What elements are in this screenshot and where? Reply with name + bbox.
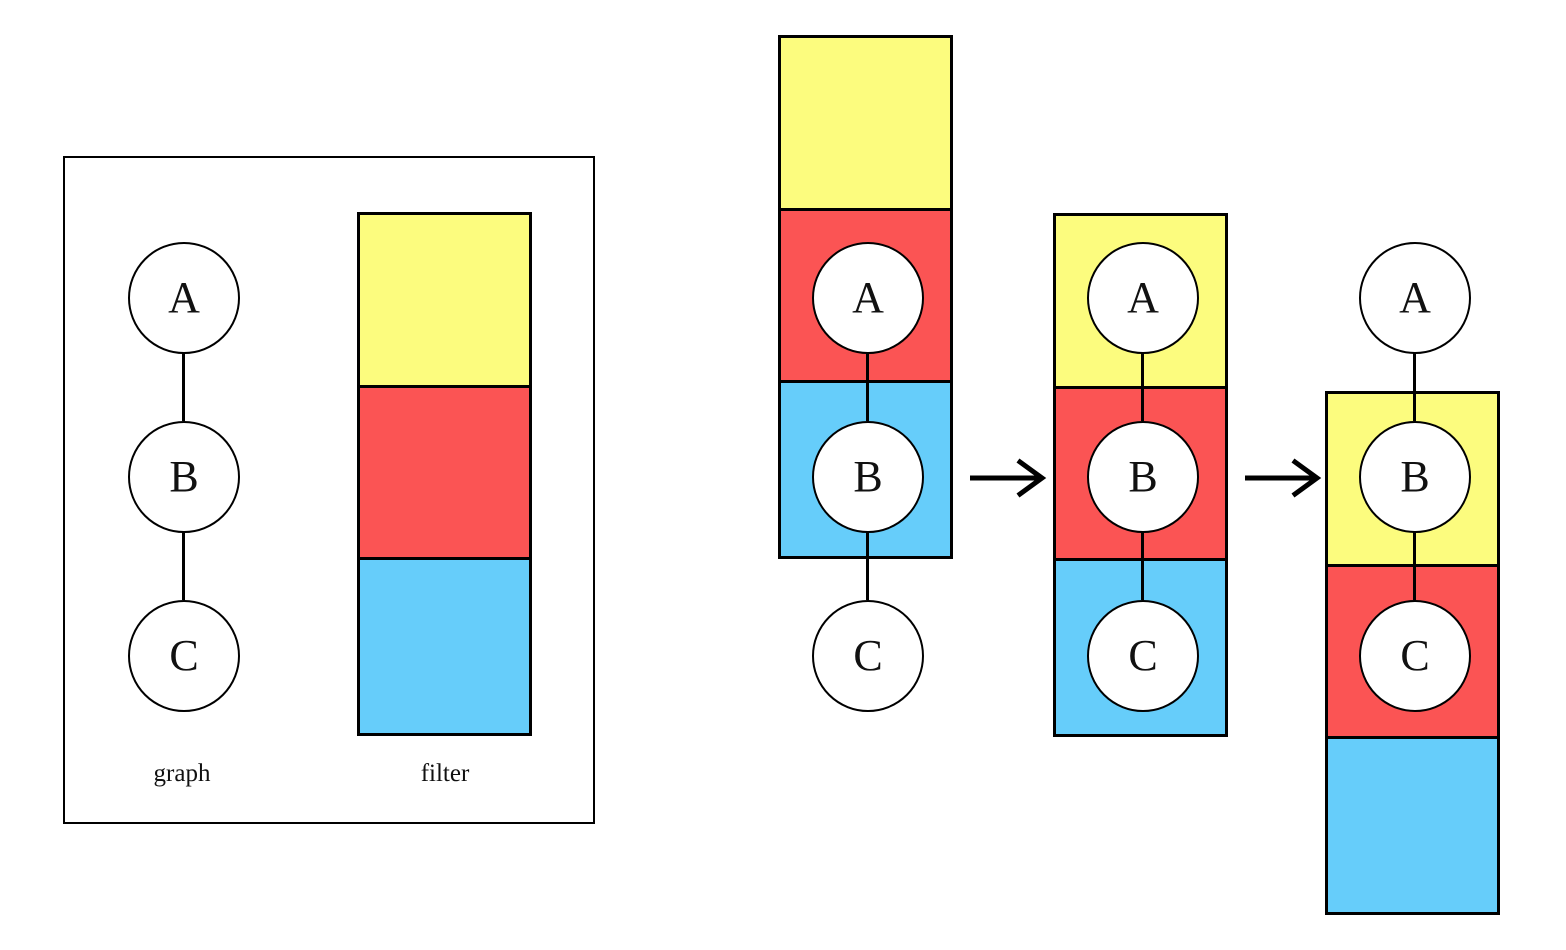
stage-3-node-b: B [1359, 421, 1471, 533]
legend-node-b: B [128, 421, 240, 533]
stage-3-node-a-label: A [1399, 273, 1431, 322]
stage-2-node-b-label: B [1128, 452, 1158, 501]
stage-2-edge-b-c [1141, 529, 1144, 600]
stage-1-band-yellow [781, 38, 950, 211]
legend-node-a-label: A [168, 273, 200, 322]
stage-2-node-c-label: C [1128, 631, 1158, 680]
stage-1-node-a-label: A [852, 273, 884, 322]
legend-node-c: C [128, 600, 240, 712]
legend-node-a: A [128, 242, 240, 354]
stage-1-node-c: C [812, 600, 924, 712]
stage-3-node-b-label: B [1400, 452, 1430, 501]
stage-1-node-c-label: C [853, 631, 883, 680]
legend-edge-a-b [182, 350, 185, 421]
legend-edge-b-c [182, 529, 185, 600]
stage-2-node-b: B [1087, 421, 1199, 533]
stage-3-node-c-label: C [1400, 631, 1430, 680]
stage-1-edge-b-c [866, 529, 869, 600]
stage-3-edge-a-b [1413, 350, 1416, 421]
arrow-stage1-to-stage2 [968, 458, 1052, 498]
stage-1-node-a: A [812, 242, 924, 354]
legend-node-b-label: B [169, 452, 199, 501]
stage-1-edge-a-b [866, 350, 869, 421]
legend-graph-caption: graph [153, 760, 211, 787]
stage-2-node-a-label: A [1127, 273, 1159, 322]
legend-node-c-label: C [169, 631, 199, 680]
legend-filter-stack [357, 212, 532, 736]
stage-2-edge-a-b [1141, 350, 1144, 421]
stage-3-band-blue [1328, 739, 1497, 912]
stage-3-node-c: C [1359, 600, 1471, 712]
stage-2-node-a: A [1087, 242, 1199, 354]
legend-band-red [360, 387, 529, 561]
stage-3-edge-b-c [1413, 529, 1416, 600]
legend-filter-caption: filter [420, 760, 470, 787]
legend-band-yellow [360, 215, 529, 388]
stage-3-filter-stack [1325, 391, 1500, 915]
arrow-stage2-to-stage3 [1243, 458, 1327, 498]
stage-3-node-a: A [1359, 242, 1471, 354]
stage-1-node-b-label: B [853, 452, 883, 501]
stage-2-node-c: C [1087, 600, 1199, 712]
stage-1-node-b: B [812, 421, 924, 533]
legend-band-blue [360, 560, 529, 733]
